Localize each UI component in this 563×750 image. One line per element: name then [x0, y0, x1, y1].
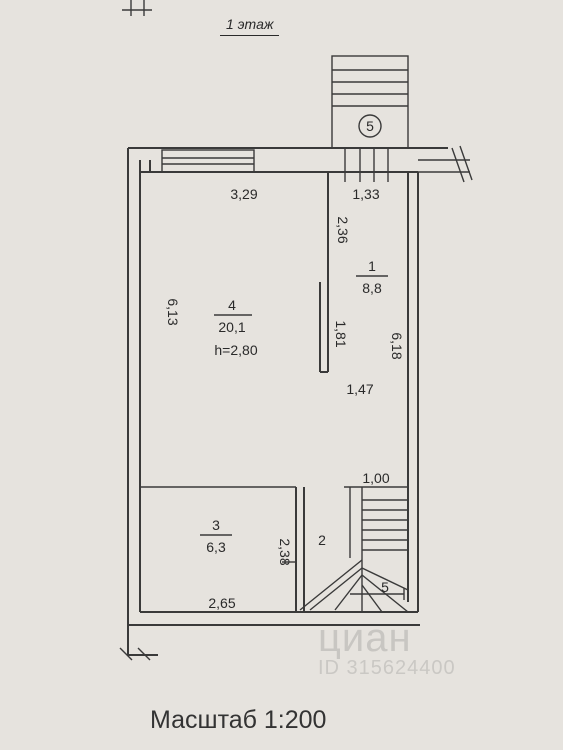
dim-hall-lower-width: 1,47	[346, 381, 373, 397]
room-4-height: h=2,80	[214, 342, 257, 358]
dim-partition-length: 1,81	[333, 320, 349, 347]
room-4-area: 20,1	[218, 319, 245, 335]
interior-staircase	[299, 487, 409, 613]
porch-marker-circle	[358, 114, 382, 138]
top-left-wall-fragment	[122, 0, 152, 16]
dim-stair-width: 1,00	[362, 470, 389, 486]
window	[161, 149, 255, 173]
dim-room3-width: 2,65	[208, 595, 235, 611]
dim-wall-left-length: 6,13	[165, 298, 181, 325]
watermark-id: ID 315624400	[318, 657, 456, 679]
dim-hall-width: 1,33	[352, 186, 379, 202]
floor-title: 1 этаж	[219, 16, 281, 36]
dim-right-wall-length: 6,18	[389, 332, 405, 359]
scale-label: Масштаб 1:200	[150, 706, 327, 734]
room-3-number: 3	[212, 517, 220, 533]
room-2-number: 2	[318, 532, 326, 548]
porch-stairs	[331, 55, 409, 149]
dim-room3-height: 2,38	[277, 538, 293, 565]
dim-hall-depth: 2,36	[335, 216, 351, 243]
room-1-area: 8,8	[362, 280, 382, 296]
room-3-area: 6,3	[206, 539, 226, 555]
room-5-number: 5	[381, 579, 389, 595]
room-1-number: 1	[368, 258, 376, 274]
room-4-number: 4	[228, 297, 236, 313]
porch-marker-number: 5	[366, 118, 374, 134]
dim-room4-width: 3,29	[230, 186, 257, 202]
partition-walls	[140, 172, 408, 612]
dimension-lines	[282, 561, 405, 600]
entrance-door	[344, 148, 389, 182]
watermark-logo: циан	[318, 616, 412, 660]
